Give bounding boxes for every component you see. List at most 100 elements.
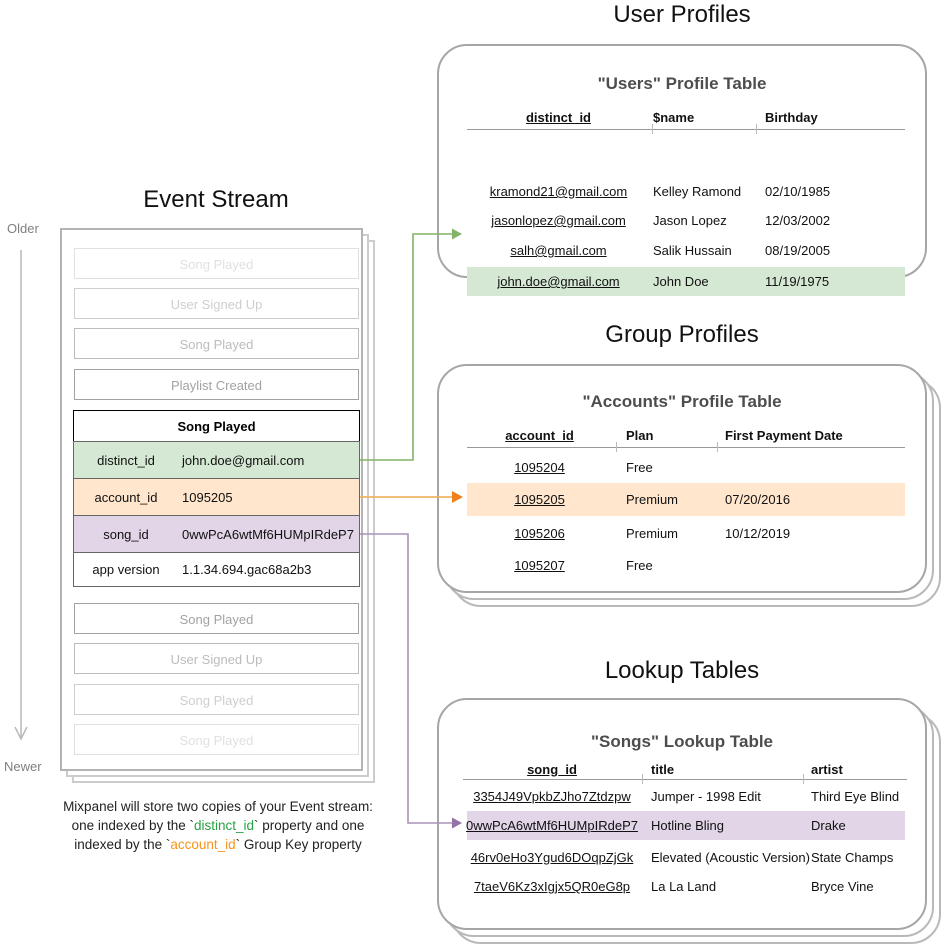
table-row: 1095206 Premium 10/12/2019 (467, 519, 905, 548)
table-row: 7taeV6Kz3xIgjx5QR0eG8p La La Land Bryce … (467, 872, 905, 901)
cell-title: Elevated (Acoustic Version) (651, 850, 810, 865)
cell-distinct-id: kramond21@gmail.com (489, 184, 628, 199)
users-table-title: "Users" Profile Table (597, 74, 767, 93)
cell-plan: Free (626, 558, 653, 573)
timeline-newer-label: Newer (4, 759, 42, 774)
cell-artist: Drake (811, 818, 846, 833)
songs-table-title: "Songs" Lookup Table (590, 732, 774, 751)
property-key: app version (92, 562, 160, 577)
cell-birthday: 11/19/1975 (765, 274, 830, 289)
column-header-first-payment-date: First Payment Date (725, 427, 843, 443)
caption-text: ` Group Key property (235, 837, 362, 852)
property-value: john.doe@gmail.com (182, 452, 305, 468)
cell-plan: Premium (626, 492, 679, 507)
caption-text: one indexed by the ` (71, 818, 194, 833)
property-value: 1095205 (182, 489, 233, 505)
accounts-table-title: "Accounts" Profile Table (582, 392, 782, 411)
timeline-older-label: Older (7, 221, 39, 236)
event-property-row-app-version: app version 1.1.34.694.gac68a2b3 (73, 552, 360, 587)
column-header-artist: artist (811, 761, 843, 777)
caption-account-id-code: account_id (170, 837, 236, 852)
column-divider-tick (652, 124, 653, 134)
cell-birthday: 12/03/2002 (765, 213, 831, 228)
column-divider-tick (756, 124, 757, 134)
table-header-row: account_id Plan First Payment Date (467, 426, 905, 444)
cell-birthday: 02/10/1985 (765, 184, 831, 199)
cell-distinct-id: salh@gmail.com (510, 243, 607, 258)
cell-title: La La Land (651, 879, 717, 894)
table-header-row: song_id title artist (467, 760, 905, 778)
group-profiles-card: "Accounts" Profile Table account_id Plan… (437, 364, 927, 593)
cell-name: Kelley Ramond (653, 184, 742, 199)
event-box: Song Played (74, 684, 359, 715)
table-row-highlighted-orange: 1095205 Premium 07/20/2016 (467, 483, 905, 516)
cell-artist: State Champs (811, 850, 894, 865)
column-header-account-id: account_id (505, 427, 574, 443)
header-rule (467, 447, 905, 448)
user-profiles-title: User Profiles (613, 1, 751, 28)
column-header-distinct-id: distinct_id (525, 109, 591, 125)
property-key: account_id (94, 489, 158, 505)
cell-song-id: 7taeV6Kz3xIgjx5QR0eG8p (473, 879, 631, 894)
cell-name: John Doe (653, 274, 709, 289)
column-divider-tick (803, 774, 804, 784)
event-box: User Signed Up (74, 643, 359, 674)
event-box: Song Played (74, 724, 359, 755)
property-value: 1.1.34.694.gac68a2b3 (182, 562, 312, 577)
cell-account-id: 1095206 (514, 526, 565, 541)
cell-title: Hotline Bling (651, 818, 724, 833)
expanded-event-header: Song Played (73, 410, 360, 442)
table-row: jasonlopez@gmail.com Jason Lopez 12/03/2… (467, 206, 905, 235)
event-box: Song Played (74, 328, 359, 359)
table-row: kramond21@gmail.com Kelley Ramond 02/10/… (467, 177, 905, 206)
event-box: User Signed Up (74, 288, 359, 319)
user-profiles-card: "Users" Profile Table distinct_id $name … (437, 44, 927, 296)
property-key: song_id (103, 526, 149, 542)
table-row: 1095204 Free (467, 453, 905, 482)
cell-account-id: 1095205 (514, 492, 565, 507)
column-divider-tick (616, 442, 617, 452)
cell-distinct-id: john.doe@gmail.com (497, 274, 620, 289)
cell-first-payment-date: 10/12/2019 (725, 526, 791, 541)
lookup-tables-card: "Songs" Lookup Table song_id title artis… (437, 698, 927, 930)
column-header-song-id: song_id (527, 761, 577, 777)
event-property-row-account-id: account_id 1095205 (73, 478, 360, 516)
table-row: salh@gmail.com Salik Hussain 08/19/2005 (467, 236, 905, 265)
caption-text: indexed by the ` (74, 837, 171, 852)
cell-artist: Third Eye Blind (811, 789, 900, 804)
cell-song-id: 46rv0eHo3Ygud6DOqpZjGk (470, 850, 634, 865)
table-header-row: distinct_id $name Birthday (467, 108, 905, 126)
cell-first-payment-date: 07/20/2016 (725, 492, 791, 507)
table-row: 3354J49VpkbZJho7Ztdzpw Jumper - 1998 Edi… (467, 782, 905, 811)
caption-distinct-id-code: distinct_id (193, 818, 255, 833)
group-profiles-title: Group Profiles (605, 321, 759, 348)
event-property-row-song-id: song_id 0wwPcA6wtMf6HUMpIRdeP7 (73, 515, 360, 553)
column-divider-tick (642, 774, 643, 784)
column-header-birthday: Birthday (765, 109, 818, 125)
event-box: Song Played (74, 603, 359, 634)
timeline-arrowhead-icon (14, 726, 28, 741)
event-box: Song Played (74, 248, 359, 279)
column-divider-tick (717, 442, 718, 452)
table-row-highlighted-green: john.doe@gmail.com John Doe 11/19/1975 (467, 267, 905, 296)
property-value: 0wwPcA6wtMf6HUMpIRdeP7 (182, 526, 354, 542)
cell-account-id: 1095207 (514, 558, 565, 573)
cell-title: Jumper - 1998 Edit (651, 789, 761, 804)
column-header-plan: Plan (626, 427, 654, 443)
header-rule (467, 129, 905, 130)
cell-artist: Bryce Vine (811, 879, 874, 894)
table-row-highlighted-purple: 0wwPcA6wtMf6HUMpIRdeP7 Hotline Bling Dra… (466, 811, 905, 840)
cell-name: Jason Lopez (653, 213, 727, 228)
cell-name: Salik Hussain (653, 243, 732, 258)
cell-song-id: 3354J49VpkbZJho7Ztdzpw (473, 789, 631, 804)
cell-plan: Free (626, 460, 653, 475)
table-row: 46rv0eHo3Ygud6DOqpZjGk Elevated (Acousti… (467, 843, 905, 872)
lookup-tables-title: Lookup Tables (604, 657, 760, 684)
cell-distinct-id: jasonlopez@gmail.com (491, 213, 626, 228)
column-header-title: title (651, 761, 675, 777)
property-key: distinct_id (97, 452, 155, 468)
footer-caption: Mixpanel will store two copies of your E… (26, 797, 410, 854)
event-stream-title: Event Stream (143, 186, 289, 213)
event-box: Playlist Created (74, 369, 359, 400)
